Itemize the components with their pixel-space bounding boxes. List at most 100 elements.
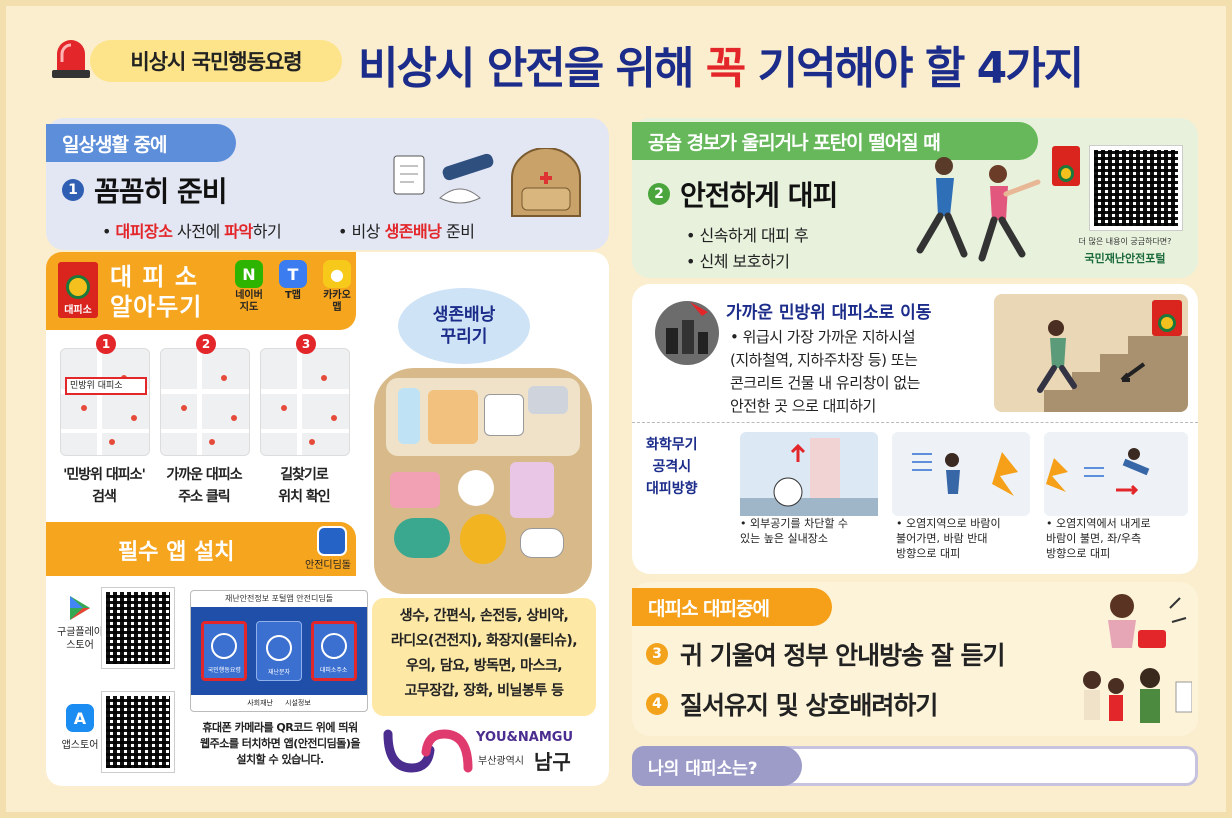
step-number: 4 <box>646 693 668 715</box>
google-play-qr-code[interactable] <box>101 587 175 669</box>
header-tag: 비상시 국민행동요령 <box>90 40 342 82</box>
qr-note: 더 많은 내용이 궁금하다면? <box>1078 237 1172 246</box>
civil-defense-title: 가까운 민방위 대피소로 이동 <box>726 303 932 323</box>
water-bottle-icon <box>398 388 420 444</box>
map-screenshot: 민방위 대피소 <box>60 348 150 456</box>
shelter-logo-icon: 대피소 <box>58 262 98 318</box>
listen-broadcast-text: 귀 기울여 정부 안내방송 잘 듣기 <box>680 641 1006 670</box>
heading-text: 안전하게 대피 <box>680 179 838 212</box>
app-screen-button-1[interactable]: 재난문자 <box>255 621 302 681</box>
chemical-tip-3: • 오염지역에서 내게로 바람이 불면, 좌/우측 방향으로 대피 <box>1046 517 1151 560</box>
district-city: 부산광역시 <box>478 756 524 767</box>
section-air-raid: 공습 경보가 울리거나 포탄이 떨어질 때 2 안전하게 대피 • 신속하게 대… <box>632 118 1198 278</box>
divider <box>632 422 1198 423</box>
apps-install-header: 필수 앱 설치 안전디딤돌 <box>46 522 356 576</box>
heading-text: 꼼꼼히 준비 <box>94 175 228 208</box>
app-screen-header: 재난안전정보 포털앱 안전디딤돌 <box>224 594 334 603</box>
preparation-items-illustration <box>393 148 581 217</box>
survival-bag-bubble: 생존배낭 꾸리기 <box>398 288 530 364</box>
safety-portal-qr-code[interactable] <box>1089 145 1183 231</box>
step-caption: 가까운 대피소 주소 클릭 <box>166 467 242 505</box>
step-number: 3 <box>646 643 668 665</box>
bullet-shelter-location: • 대피장소 사전에 파악하기 <box>102 222 282 241</box>
step-number: 2 <box>648 183 670 205</box>
app-screen-button-0[interactable]: 국민행동요령 <box>201 621 248 681</box>
map-app-label: 네이버 지도 <box>235 290 263 313</box>
section-heading: 2 안전하게 대피 <box>648 174 838 214</box>
app-function-icon <box>320 633 347 659</box>
bombed-city-icon <box>655 301 719 365</box>
map-app-1[interactable]: T T맵 <box>276 260 310 314</box>
family-radio-illustration <box>1083 594 1192 723</box>
safety-portal-link[interactable]: 국민재난안전포털 <box>1084 252 1166 265</box>
safety-app-icon[interactable]: 안전디딤돌 <box>305 526 352 571</box>
map-app-label: T맵 <box>284 290 302 301</box>
district-english-name: YOU&NAMGU <box>476 730 573 745</box>
app-function-icon <box>211 633 238 659</box>
survival-bag-contents: 생수, 간편식, 손전등, 상비약, 라디오(건전지), 화장지(물티슈), 우… <box>372 598 596 716</box>
survival-bag-title: 생존배낭 꾸리기 <box>432 305 496 347</box>
first-aid-kit-icon <box>484 394 524 436</box>
bullet-survival-bag: • 비상 생존배낭 준비 <box>338 222 475 241</box>
instant-food-icon <box>428 390 478 444</box>
backpack-illustration <box>374 368 592 594</box>
google-play-badge[interactable]: 구글플레이 스토어 <box>56 594 104 652</box>
stairs-illustration <box>994 294 1188 412</box>
shelter-learn-title: 대 피 소 알아두기 <box>110 263 203 321</box>
radio-icon <box>390 472 440 508</box>
bullet-protect-body: • 신체 보호하기 <box>686 252 790 271</box>
chemical-tip-2: • 오염지역으로 바람이 불어가면, 바람 반대 방향으로 대피 <box>896 517 1001 560</box>
raincoat-icon <box>510 462 554 518</box>
page-title: 비상시 안전을 위해 꼭 기억해야 할 4가지 <box>358 43 1084 94</box>
map-screenshot <box>160 348 250 456</box>
tissue-icon <box>458 470 494 506</box>
tmap-icon: T <box>279 260 307 288</box>
order-care-item: 4 질서유지 및 상호배려하기 <box>646 686 938 722</box>
app-store-badge[interactable]: A 앱스토어 <box>56 704 104 751</box>
my-shelter-field[interactable]: 나의 대피소는? <box>632 746 1198 786</box>
section-civil-defense: 가까운 민방위 대피소로 이동 • 위급시 가장 가까운 지하시설 (지하철역,… <box>632 284 1198 574</box>
section-daily-life: 일상생활 중에 1 꼼꼼히 준비 • 대피장소 사전에 파악하기 • 비상 생존… <box>46 118 609 250</box>
face-mask-icon <box>520 528 564 558</box>
blanket-icon <box>394 518 450 558</box>
app-function-icon <box>265 635 292 661</box>
siren-icon <box>52 40 90 78</box>
gas-mask-icon <box>460 514 506 564</box>
step-number: 3 <box>296 334 316 354</box>
step-number: 1 <box>62 179 84 201</box>
bullet-quick-evacuate: • 신속하게 대피 후 <box>686 226 809 245</box>
namgu-logo-icon <box>383 729 473 773</box>
app-store-icon: A <box>66 704 94 732</box>
chemical-title: 화학무기 공격시 대피방향 <box>646 437 698 497</box>
section-heading: 1 꼼꼼히 준비 <box>62 170 228 210</box>
map-search-box[interactable]: 민방위 대피소 <box>65 377 147 395</box>
step-caption: '민방위 대피소' 검색 <box>63 467 146 505</box>
listen-broadcast-item: 3 귀 기울여 정부 안내방송 잘 듣기 <box>646 636 1006 672</box>
district-name: 남구 <box>534 750 571 774</box>
section-tab: 공습 경보가 울리거나 포탄이 떨어질 때 <box>632 122 1038 160</box>
install-note: 휴대폰 카메라를 QR코드 위에 띄워 웹주소를 터치하면 앱(안전디딤돌)을 … <box>199 721 361 766</box>
running-people-illustration <box>916 157 1041 262</box>
section-tab: 일상생활 중에 <box>46 124 236 162</box>
section-in-shelter: 대피소 대피중에 3 귀 기울여 정부 안내방송 잘 듣기 4 질서유지 및 상… <box>632 582 1198 736</box>
app-screen-button-2[interactable]: 대피소주소 <box>310 621 357 681</box>
civil-defense-desc: • 위급시 가장 가까운 지하시설 (지하철역, 지하주차장 등) 또는 콘크리… <box>730 328 920 415</box>
apps-install-title: 필수 앱 설치 <box>118 540 235 565</box>
chem-crosswind-illustration <box>1044 432 1188 516</box>
step-caption: 길찾기로 위치 확인 <box>278 467 330 505</box>
app-store-qr-code[interactable] <box>101 691 175 773</box>
my-shelter-label: 나의 대피소는? <box>632 746 802 786</box>
step-number: 1 <box>96 334 116 354</box>
chemical-tip-1: • 외부공기를 차단할 수 있는 높은 실내장소 <box>740 517 849 545</box>
search-step-1: 민방위 대피소 1 '민방위 대피소' 검색 <box>58 334 154 510</box>
map-app-2[interactable]: ●카카오맵 <box>320 260 354 314</box>
